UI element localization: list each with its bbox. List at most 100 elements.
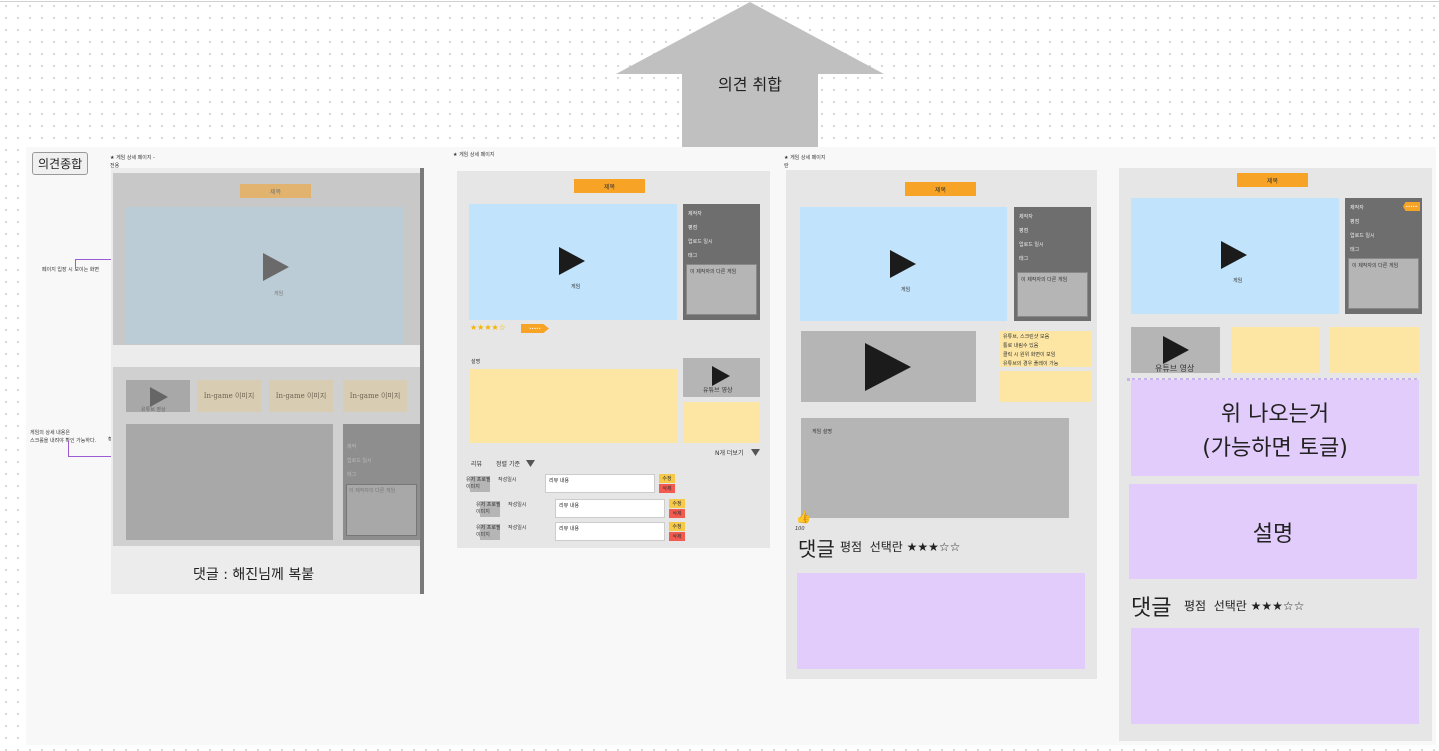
frame2-review-delete-1[interactable]: 삭제 [659,484,675,493]
frame2-header: ★ 게임 상세 페이지 [453,152,495,158]
frame3-info-3: 태그 [1019,256,1029,262]
frame2-video-label: 게임 [571,284,581,290]
frame4-info-1: 평점 [1350,219,1360,225]
frame4-desc-label: 설명 [1252,522,1294,547]
frame2-yt-box-2[interactable] [683,402,760,443]
frame4-yt-play-icon[interactable] [1163,336,1189,364]
frame3-yellow-box-2 [1000,371,1091,402]
frame3-more-label: 이 제작자의 다른 게임 [1021,277,1068,283]
frame2-review-date-1: 작성일시 [498,477,517,483]
frame4-desc-box [1129,484,1417,579]
frame2-more-link[interactable]: N개 더보기 [715,450,744,457]
frame2-info-list: 제작자 평점 업로드 일시 태그 [683,204,718,265]
frame4-rating[interactable]: 평점 선택란 ★★★☆☆ [1184,599,1305,613]
frame3-info-1: 평점 [1019,228,1029,234]
frame2-review-date-2: 작성일시 [508,502,527,508]
section-label[interactable]: 의견종합 [32,152,89,175]
frame3-yt-note-3: 유튜브의 경우 플레이 가능 [1003,361,1059,367]
frame3-thumb-sticker-icon: 👍 [796,510,811,524]
frame2-review-content-3: 리뷰 내용 [555,522,665,541]
note-scroll-2: 스크롤을 내려야 확인 가능하다. [30,438,97,444]
frame1-scrollbar[interactable] [420,168,424,594]
frame3-info-list: 제작자 평점 업로드 일시 태그 [1014,207,1049,268]
frame2-review-profile-text-3: 유저 프로필 이미지 [476,525,501,538]
frame2-review-edit-1[interactable]: 수정 [659,474,675,483]
frame3-sticker-text: 100 [795,526,805,532]
frame2-desc-label: 설명 [471,359,481,365]
frame3-header: ★ 게임 상세 페이지 [784,155,826,161]
frame4-info-2: 업로드 일시 [1350,233,1375,239]
frame1-ingame-2-label: In-game 이미지 [275,392,327,400]
frame3-comment-label: 댓글 [798,537,835,561]
frame1-ingame-1[interactable]: In-game 이미지 [197,380,261,412]
frame3-yt-note-1: 통로 내림수 있음 [1003,343,1039,349]
frame1-info-list: 제작 업로드 일시 태그 [347,443,372,478]
frame4-media-2[interactable] [1231,327,1320,373]
frame1-ingame-1-label: In-game 이미지 [203,392,255,400]
frame4-media-3[interactable] [1330,327,1419,373]
note-scroll-1: 게임의 상세 내용은 [30,430,70,436]
frame4-more-games[interactable]: 이 제작자의 다른 게임 [1348,258,1419,309]
frame2-sort-arrow-icon[interactable] [526,460,535,467]
frame2-review-profile-2 [480,501,500,517]
frame3-video-label: 게임 [901,287,911,293]
frame2-badge-text: ••••• [529,326,541,331]
up-arrow [616,2,884,148]
frame3-yt-note-2: 클릭 시 원위 화면이 보임 [1003,352,1056,358]
frame1-play-icon[interactable] [263,253,289,281]
top-divider [0,1,1439,2]
frame3-rating[interactable]: 평점 선택란 ★★★☆☆ [840,540,961,554]
frame4-toggle-text-2: (가능하면 토글) [1202,436,1348,461]
frame2-review-date-3: 작성일시 [508,525,527,531]
frame2-desc-box [469,369,677,443]
frame1-video-label: 게임 [274,291,284,297]
frame3-info-2: 업로드 일시 [1019,242,1044,248]
frame2-sort-label[interactable]: 정렬 기준 [496,461,520,468]
frame1-more-games[interactable]: 이 제작자의 다른 게임 [346,484,417,536]
frame1-thumb-play-icon[interactable] [150,387,168,407]
frame2-review-profile-text-1: 유저 프로필 이미지 [466,477,491,490]
frame2-review-edit-3[interactable]: 수정 [669,522,685,531]
frame3-yt-notes-list: 유튜브, 스크린샷 모음 통로 내림수 있음 클릭 시 원위 화면이 보임 유튜… [1003,333,1058,367]
frame4-more-label: 이 제작자의 다른 게임 [1352,263,1399,269]
frame1-ingame-2[interactable]: In-game 이미지 [269,380,333,412]
connector-line-2 [68,441,114,457]
frame4-title: 제목 [1237,173,1308,187]
frame1-more-label: 이 제작자의 다른 게임 [349,488,396,494]
frame3-comment-box[interactable] [797,573,1085,669]
frame2-review-profile-3 [480,524,500,540]
frame4-info-0: 제작자 [1350,205,1364,211]
frame3-more-games[interactable]: 이 제작자의 다른 게임 [1017,272,1088,317]
frame2-more-games[interactable]: 이 제작자의 다른 게임 [686,264,757,315]
frame3-info-0: 제작자 [1019,214,1033,220]
frame1-header: ★ 게임 상세 페이지 - [110,155,155,161]
frame3-play-icon[interactable] [890,250,916,278]
frame2-more-label: 이 제작자의 다른 게임 [690,269,737,275]
frame1-desc-box [126,424,333,540]
frame4-toggle-box[interactable] [1131,380,1419,476]
frame2-info-0: 제작자 [688,211,702,217]
frame2-review-delete-3[interactable]: 삭제 [669,532,685,541]
frame2-badge[interactable]: ••••• [521,324,549,333]
frame2-more-arrow-icon[interactable] [751,449,760,456]
frame1-footer: 댓글 : 해진님께 복붙 [193,567,315,583]
frame1-ingame-3[interactable]: In-game 이미지 [343,380,407,412]
frame4-comment-box[interactable] [1131,628,1419,724]
frame3-desc-box [801,418,1069,518]
frame1-thumb-label: 유튜브 영상 [141,407,166,413]
frame4-yt-label: 유튜브 영상 [1155,364,1195,373]
frame2-review-edit-2[interactable]: 수정 [669,499,685,508]
frame2-yt-play-icon[interactable] [712,366,730,386]
frame2-review-delete-2[interactable]: 삭제 [669,509,685,518]
frame4-play-icon[interactable] [1221,241,1247,269]
frame4-info-list: 제작자 평점 업로드 일시 태그 [1345,198,1380,259]
frame2-info-3: 태그 [688,253,698,259]
frame3-media-play-icon[interactable] [865,343,911,391]
frame2-stars[interactable]: ★★★★☆ [470,323,506,332]
frame2-review-label: 리뷰 [471,461,483,468]
frame4-badge[interactable]: ••••• [1403,202,1420,211]
note-page-enter: 페이지 입장 시 보이는 화면 [42,267,99,273]
frame2-play-icon[interactable] [559,247,585,275]
frame3-desc-label: 게임 설명 [812,429,832,435]
frame1-info-1: 업로드 일시 [347,458,372,464]
